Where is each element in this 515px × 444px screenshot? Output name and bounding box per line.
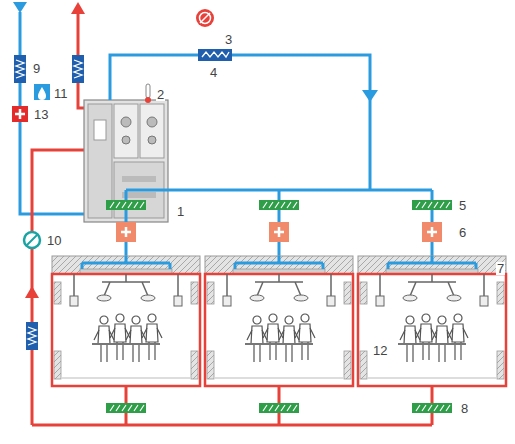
callout-number: 9: [32, 62, 41, 75]
fire-damper-symbol: [196, 9, 214, 27]
damper-symbol: [24, 232, 40, 248]
callout-number: 13: [33, 108, 49, 121]
supply-duct: [126, 190, 432, 256]
callout-number: 6: [458, 226, 467, 239]
flow-arrow: [362, 90, 378, 102]
humidifier-symbol: [34, 84, 50, 100]
flow-arrow: [71, 2, 85, 14]
thermometer-symbol: [145, 84, 151, 103]
callout-number: 12: [372, 344, 388, 357]
return-duct: [126, 386, 432, 425]
callout-number: 11: [53, 87, 69, 100]
callout-number: 7: [496, 262, 505, 275]
callout-number: 4: [209, 66, 218, 79]
callout-number: 1: [176, 205, 185, 218]
flow-arrow: [13, 2, 27, 13]
callout-number: 5: [458, 199, 467, 212]
return-duct: [32, 424, 432, 427]
air-handling-unit: [84, 100, 168, 222]
callout-number: 10: [46, 234, 62, 247]
callout-number: 8: [460, 402, 469, 415]
outdoor-air-duct: [20, 12, 84, 214]
silencer-symbol: [198, 49, 232, 61]
supply-duct: [110, 55, 370, 190]
callout-number: 2: [156, 88, 165, 101]
flow-arrow: [25, 286, 39, 298]
callout-number: 3: [224, 33, 233, 46]
heater-symbol: [12, 106, 28, 122]
